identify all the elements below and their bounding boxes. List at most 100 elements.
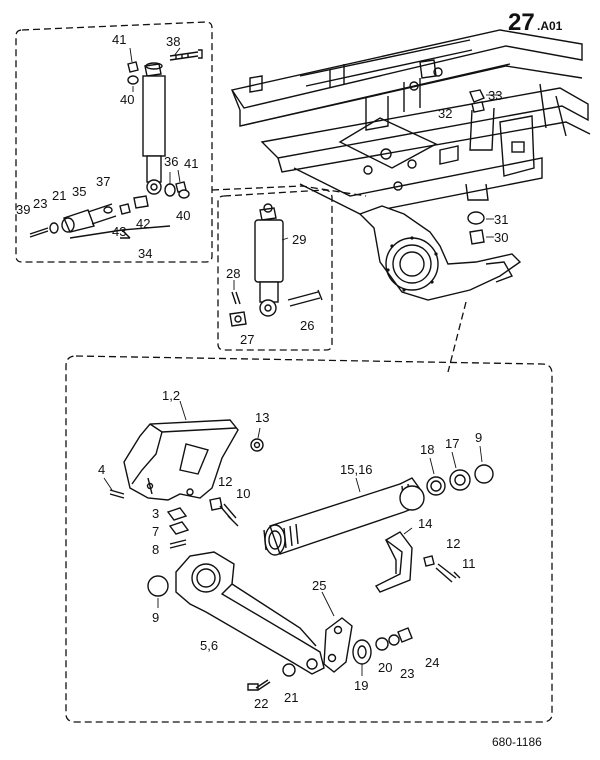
label-21-top: 21	[52, 188, 66, 203]
part-22-bolt	[247, 679, 271, 691]
part-31-bumper	[467, 211, 485, 225]
label-31: 31	[494, 212, 508, 227]
part-21-washer-small	[49, 222, 59, 234]
label-30: 30	[494, 230, 508, 245]
part-40-washer-top	[127, 75, 139, 85]
label-14: 14	[418, 516, 432, 531]
part-11-bolt	[435, 563, 461, 583]
part-21-washer	[282, 663, 296, 677]
stabilizer-bracket-1-2	[103, 400, 239, 549]
part-18-bushing	[426, 476, 446, 496]
page-suffix: .A01	[537, 19, 563, 33]
stabilizer-detail-box	[65, 355, 553, 723]
part-35-pin	[63, 209, 95, 233]
clamp-14	[374, 527, 461, 593]
label-5-6: 5,6	[200, 638, 218, 653]
part-40-washer-bottom	[178, 189, 190, 199]
shock-absorber-detail-box	[15, 21, 213, 263]
label-19: 19	[354, 678, 368, 693]
label-39: 39	[16, 202, 30, 217]
part-labels: 41 38 40 36 41 37 35 21 23 39 40 42 43 3…	[16, 32, 508, 711]
label-25: 25	[312, 578, 326, 593]
label-42: 42	[136, 216, 150, 231]
label-18: 18	[420, 442, 434, 457]
label-9-right: 9	[475, 430, 482, 445]
stabilizer-end-parts	[426, 445, 494, 496]
part-36-bushing	[164, 183, 176, 197]
label-17: 17	[445, 436, 459, 451]
stabilizer-arm-5-6	[147, 551, 325, 675]
part-12-washer-left	[209, 497, 223, 511]
part-30-stud	[469, 229, 485, 245]
box-connector-leader	[211, 185, 367, 197]
part-37-grease-nipple	[103, 206, 113, 214]
part-8-clip	[169, 539, 187, 549]
label-40-bottom: 40	[176, 208, 190, 223]
stabilizer-bar-15-16	[263, 477, 425, 556]
label-41-bottom: 41	[184, 156, 198, 171]
label-23-top: 23	[33, 196, 47, 211]
part-41-nut-top	[127, 61, 139, 73]
label-34: 34	[138, 246, 152, 261]
label-3: 3	[152, 506, 159, 521]
label-26: 26	[300, 318, 314, 333]
label-35: 35	[72, 184, 86, 199]
label-7: 7	[152, 524, 159, 539]
shock-absorber-small	[229, 203, 323, 327]
label-12-left: 12	[218, 474, 232, 489]
part-3-clip	[166, 507, 188, 521]
label-41-top: 41	[112, 32, 126, 47]
label-13: 13	[255, 410, 269, 425]
label-11: 11	[462, 556, 476, 571]
label-29: 29	[292, 232, 306, 247]
label-22: 22	[254, 696, 268, 711]
bump-stop-parts	[467, 89, 500, 245]
part-12-washer-right	[423, 555, 435, 567]
label-37: 37	[96, 174, 110, 189]
label-8: 8	[152, 542, 159, 557]
part-17-washer	[449, 469, 471, 491]
label-36: 36	[164, 154, 178, 169]
label-24: 24	[425, 655, 439, 670]
stabilizer-connector-leader	[447, 301, 467, 373]
part-7-clip	[168, 521, 190, 535]
label-33: 33	[488, 88, 502, 103]
part-43-fitting	[119, 203, 131, 215]
part-10-bolt	[219, 503, 239, 527]
part-20-washer	[375, 637, 389, 651]
label-28: 28	[226, 266, 240, 281]
part-32-washer	[471, 101, 485, 113]
label-32: 32	[438, 106, 452, 121]
label-4: 4	[98, 462, 105, 477]
label-20: 20	[378, 660, 392, 675]
part-27-nut	[229, 311, 247, 327]
drawing-reference: 680-1186	[492, 735, 542, 749]
part-39-cotter	[29, 227, 49, 238]
link-parts	[247, 591, 413, 691]
label-10: 10	[236, 486, 250, 501]
axle-bracket	[358, 205, 522, 301]
label-43: 43	[112, 224, 126, 239]
chassis-frame	[230, 29, 591, 215]
label-21-bottom: 21	[284, 690, 298, 705]
part-26-pin	[287, 289, 323, 307]
part-24-nut	[397, 627, 413, 643]
label-23-bottom: 23	[400, 666, 414, 681]
part-23-washer	[388, 634, 400, 646]
part-19-bushing	[352, 639, 372, 665]
part-9-ring-left	[147, 575, 169, 597]
shock-absorber-assembly	[29, 47, 203, 239]
label-38: 38	[166, 34, 180, 49]
part-13-washer	[250, 438, 264, 452]
part-42-sleeve	[133, 195, 149, 209]
label-12-right: 12	[446, 536, 460, 551]
part-4-pin	[109, 489, 125, 499]
part-25-link	[323, 617, 353, 673]
bushing-detail-box	[217, 189, 333, 351]
small-hardware-left	[209, 427, 264, 527]
label-9-left: 9	[152, 610, 159, 625]
part-33-nut	[469, 89, 485, 103]
part-9-ring-right	[474, 464, 494, 484]
label-15-16: 15,16	[340, 462, 373, 477]
